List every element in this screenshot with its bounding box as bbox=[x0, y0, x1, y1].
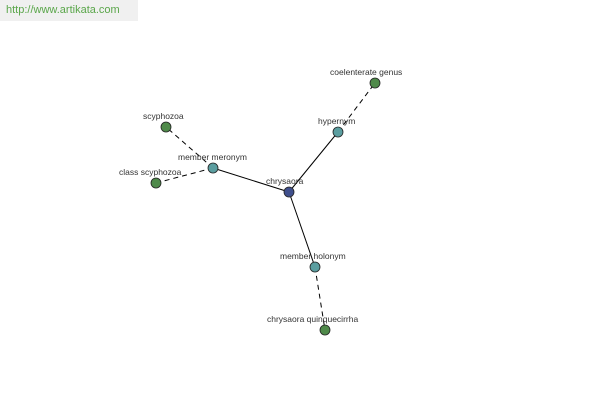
label-coelenterate_genus: coelenterate genus bbox=[330, 67, 402, 77]
edge-hypernym-coelenterate_genus bbox=[337, 82, 376, 133]
graph-nodes bbox=[150, 77, 381, 336]
edge-member_meronym-scyphozoa bbox=[165, 126, 214, 169]
label-member_meronym: member meronym bbox=[178, 152, 247, 162]
graph-edges bbox=[155, 82, 376, 331]
source-link[interactable]: http://www.artikata.com bbox=[6, 4, 120, 16]
edge-chrysaora-member_holonym bbox=[288, 191, 316, 268]
node-member_meronym[interactable] bbox=[207, 162, 219, 174]
edge-member_holonym-chrysaora_quinquecirrha bbox=[314, 266, 326, 331]
node-hypernym[interactable] bbox=[332, 126, 344, 138]
edge-chrysaora-hypernym bbox=[288, 131, 339, 193]
node-class_scyphozoa[interactable] bbox=[150, 177, 162, 189]
label-member_holonym: member holonym bbox=[280, 251, 346, 261]
label-class_scyphozoa: class scyphozoa bbox=[119, 167, 182, 177]
edge-member_meronym-class_scyphozoa bbox=[155, 167, 214, 184]
node-chrysaora_quinquecirrha[interactable] bbox=[319, 324, 331, 336]
node-scyphozoa[interactable] bbox=[160, 121, 172, 133]
label-scyphozoa: scyphozoa bbox=[143, 111, 184, 121]
label-hypernym: hypernym bbox=[318, 116, 355, 126]
node-coelenterate_genus[interactable] bbox=[369, 77, 381, 89]
node-chrysaora[interactable] bbox=[283, 186, 295, 198]
label-chrysaora_quinquecirrha: chrysaora quinquecirrha bbox=[267, 314, 358, 324]
graph-labels: chrysaora hypernym member meronym member ho… bbox=[119, 67, 402, 324]
label-chrysaora: chrysaora bbox=[266, 176, 304, 186]
edge-chrysaora-member_meronym bbox=[212, 167, 290, 193]
node-member_holonym[interactable] bbox=[309, 261, 321, 273]
source-banner: http://www.artikata.com bbox=[0, 0, 138, 21]
